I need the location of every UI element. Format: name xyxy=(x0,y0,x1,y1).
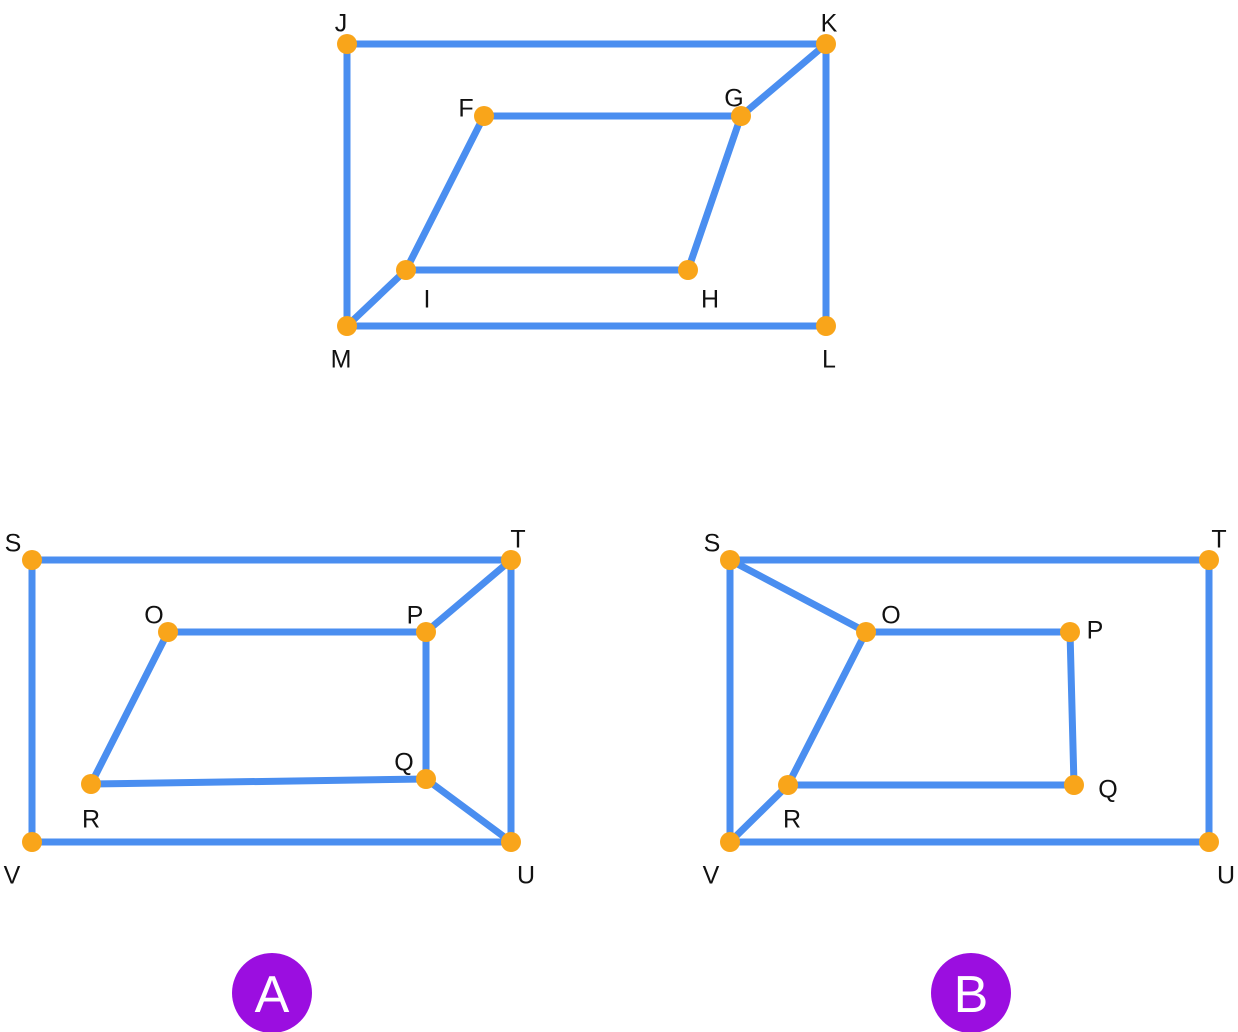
badge-b-label: B xyxy=(954,966,989,1024)
option-b-vertex-o xyxy=(856,622,876,642)
graph-option-b: S T O P Q R V U xyxy=(703,526,1235,890)
option-a-vertex-label-r: R xyxy=(82,806,100,834)
badge-b[interactable]: B xyxy=(931,953,1011,1032)
option-b-vertex-r xyxy=(778,775,798,795)
top-vertex-j xyxy=(337,34,357,54)
top-vertex-g xyxy=(731,106,751,126)
option-a-vertex-label-q: Q xyxy=(394,749,413,777)
option-a-vertex-label-u: U xyxy=(517,862,535,890)
option-a-vertex-p xyxy=(416,622,436,642)
top-vertex-label-m: M xyxy=(331,346,352,374)
option-b-vertex-label-o: O xyxy=(881,602,900,630)
option-b-vertex-p xyxy=(1060,622,1080,642)
top-vertex-label-h: H xyxy=(701,286,719,314)
top-vertex-f xyxy=(474,106,494,126)
option-b-edge-s-o xyxy=(726,556,870,636)
option-a-edge-q-r xyxy=(87,775,430,788)
top-vertex-label-f: F xyxy=(458,95,473,123)
option-a-vertex-label-v: V xyxy=(4,862,21,890)
option-b-edge-r-v xyxy=(726,781,792,846)
graph-option-a: S T O P Q R V U xyxy=(4,526,535,890)
option-b-edge-r-o xyxy=(784,628,870,789)
option-a-vertex-label-o: O xyxy=(144,602,163,630)
option-a-vertex-t xyxy=(501,550,521,570)
top-vertex-label-k: K xyxy=(821,10,838,38)
option-b-vertex-s xyxy=(720,550,740,570)
option-a-vertex-q xyxy=(416,769,436,789)
top-vertex-label-i: I xyxy=(424,286,431,314)
option-a-vertex-o xyxy=(158,622,178,642)
top-vertex-m xyxy=(337,316,357,336)
option-b-vertex-q xyxy=(1064,775,1084,795)
option-b-vertex-t xyxy=(1199,550,1219,570)
option-a-vertex-u xyxy=(501,832,521,852)
badge-b-circle xyxy=(931,953,1011,1032)
top-edge-i-m xyxy=(343,266,410,330)
option-a-vertex-label-p: P xyxy=(407,602,424,630)
top-edge-i-f xyxy=(402,112,488,274)
top-vertex-l xyxy=(816,316,836,336)
top-vertex-label-l: L xyxy=(822,346,836,374)
option-b-vertex-label-t: T xyxy=(1211,526,1226,554)
badge-a-circle xyxy=(232,953,312,1032)
graph-top: J K F G I H M L xyxy=(331,10,838,374)
option-a-vertex-s xyxy=(22,550,42,570)
top-vertex-i xyxy=(396,260,416,280)
option-b-vertex-label-u: U xyxy=(1217,862,1235,890)
top-vertex-k xyxy=(816,34,836,54)
top-vertex-label-j: J xyxy=(335,10,348,38)
option-a-edge-r-o xyxy=(87,628,172,788)
option-b-vertex-label-r: R xyxy=(783,806,801,834)
option-a-vertex-v xyxy=(22,832,42,852)
option-b-vertex-u xyxy=(1199,832,1219,852)
top-vertex-label-g: G xyxy=(724,85,743,113)
top-edge-g-h xyxy=(684,112,745,274)
badge-a-label: A xyxy=(255,966,290,1024)
top-vertex-h xyxy=(678,260,698,280)
option-a-vertex-label-s: S xyxy=(5,530,22,558)
option-b-edge-p-q xyxy=(1066,628,1078,789)
option-b-vertex-label-q: Q xyxy=(1098,776,1117,804)
option-a-edge-q-u xyxy=(422,775,515,846)
top-edge-g-k xyxy=(737,40,830,120)
option-b-vertex-label-v: V xyxy=(703,862,720,890)
option-b-vertex-label-s: S xyxy=(704,530,721,558)
option-b-vertex-v xyxy=(720,832,740,852)
option-a-vertex-r xyxy=(81,774,101,794)
option-a-edge-p-t xyxy=(422,556,515,636)
option-a-vertex-label-t: T xyxy=(510,526,525,554)
option-b-vertex-label-p: P xyxy=(1087,617,1104,645)
badge-a[interactable]: A xyxy=(232,953,312,1032)
